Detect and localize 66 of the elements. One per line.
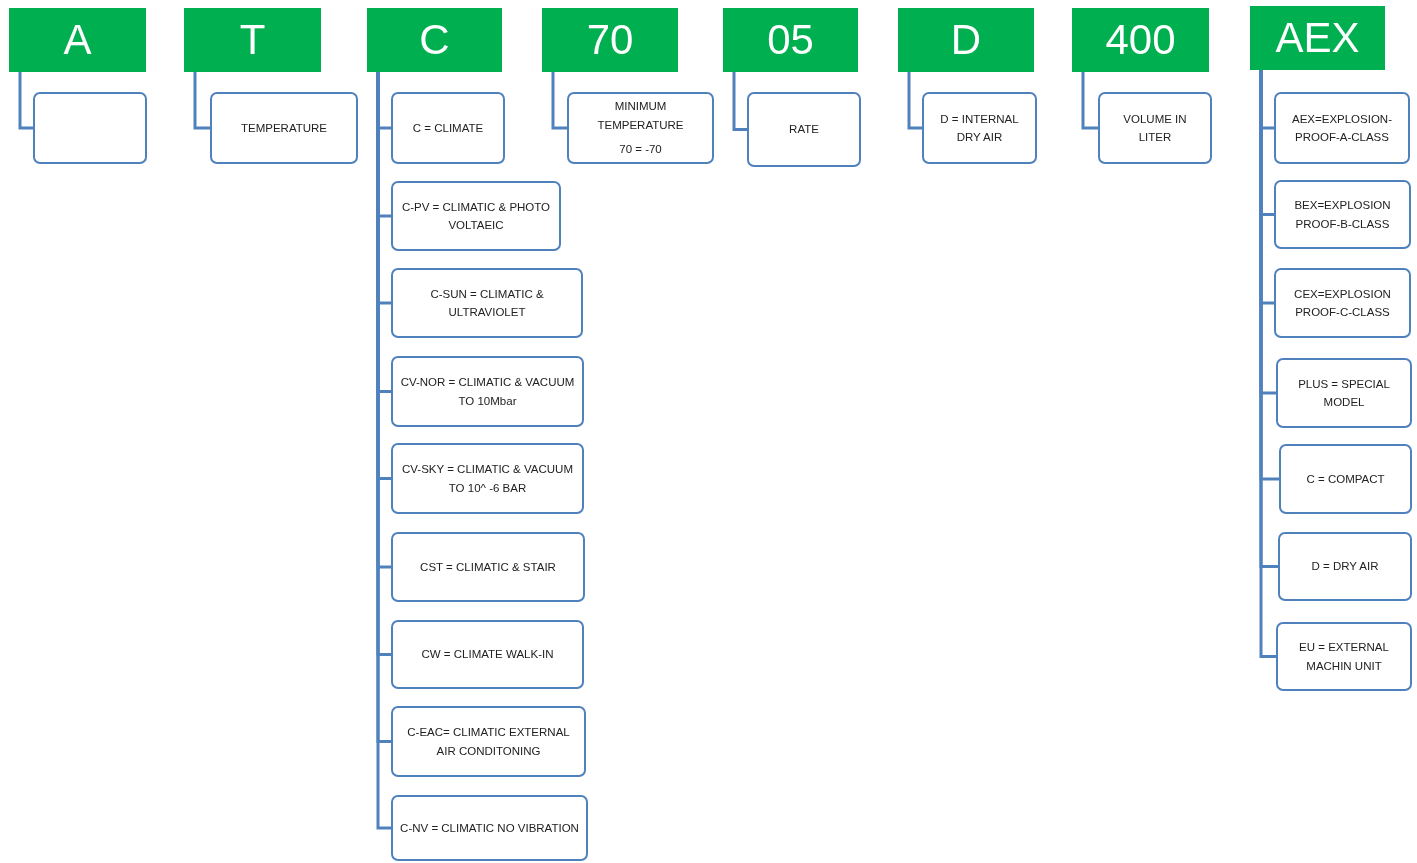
code-header-box [367,8,502,72]
description-box [1274,92,1410,164]
description-text: AEX=EXPLOSION-PROOF-A-CLASS [1291,111,1393,145]
description-text: CV-NOR = CLIMATIC & VACUUM TO 10Mbar [399,375,576,409]
empty-box [33,92,147,164]
description-text: CST = CLIMATIC & STAIR [420,559,556,575]
description-text: VOLUME IN LITER [1122,111,1188,145]
code-header-box [9,8,146,72]
description-box [391,443,584,514]
code-header-box [184,8,321,72]
description-text: C-PV = CLIMATIC & PHOTO VOLTAEIC [400,199,552,233]
code-letter: T [239,16,266,64]
description-box [391,268,583,338]
description-text: C-EAC= CLIMATIC EXTERNAL AIR CONDITONING [406,725,571,759]
description-text: C-NV = CLIMATIC NO VIBRATION [400,820,579,836]
description-text: PLUS = SPECIAL MODEL [1297,376,1391,410]
connector-line [18,72,33,130]
code-header-box [542,8,678,72]
description-text: BEX=EXPLOSION PROOF-B-CLASS [1293,198,1392,232]
description-box [1278,532,1412,601]
description-box [210,92,358,164]
description-box [391,706,586,777]
description-box [391,356,584,427]
description-text: D = INTERNAL DRY AIR [939,111,1020,145]
connector-line [551,72,567,130]
description-text: D = DRY AIR [1311,559,1379,575]
connector-line [907,72,922,130]
description-box [747,92,861,167]
code-header-box [1250,6,1385,70]
code-letter: C [419,16,450,64]
description-box [391,795,588,861]
code-letter: 05 [767,16,814,64]
description-box [1274,180,1411,249]
connector-line [1081,72,1098,130]
description-text: 70 = -70 [619,142,662,158]
code-letter: D [950,16,982,64]
connector-line [193,72,210,130]
description-text: EU = EXTERNAL MACHIN UNIT [1298,640,1390,674]
description-text: CEX=EXPLOSION PROOF-C-CLASS [1293,286,1392,320]
description-box [391,181,561,251]
description-text: RATE [789,122,819,138]
description-box [391,92,505,164]
description-text: C = COMPACT [1306,471,1385,487]
code-letter: 400 [1105,16,1176,64]
code-header-box [1072,8,1209,72]
description-text: CW = CLIMATE WALK-IN [421,647,554,663]
description-box [1279,444,1412,514]
description-text: TEMPERATURE [240,120,327,136]
description-box [1098,92,1212,164]
description-text: C = CLIMATE [412,120,484,136]
description-box [922,92,1037,164]
code-letter: 70 [586,16,634,64]
code-letter: AEX [1275,14,1360,62]
connector-line [732,72,747,131]
description-box [391,620,584,689]
code-header-box [898,8,1034,72]
description-box [1274,268,1411,338]
description-text: MINIMUM TEMPERATURE [596,99,685,133]
description-box [1276,622,1412,691]
description-box [391,532,585,602]
code-header-box [723,8,858,72]
code-letter: A [63,16,92,64]
description-text: CV-SKY = CLIMATIC & VACUUM TO 10^ -6 BAR [401,462,574,496]
description-box [1276,358,1412,428]
description-box [567,92,714,164]
description-text: C-SUN = CLIMATIC & ULTRAVIOLET [429,286,545,320]
